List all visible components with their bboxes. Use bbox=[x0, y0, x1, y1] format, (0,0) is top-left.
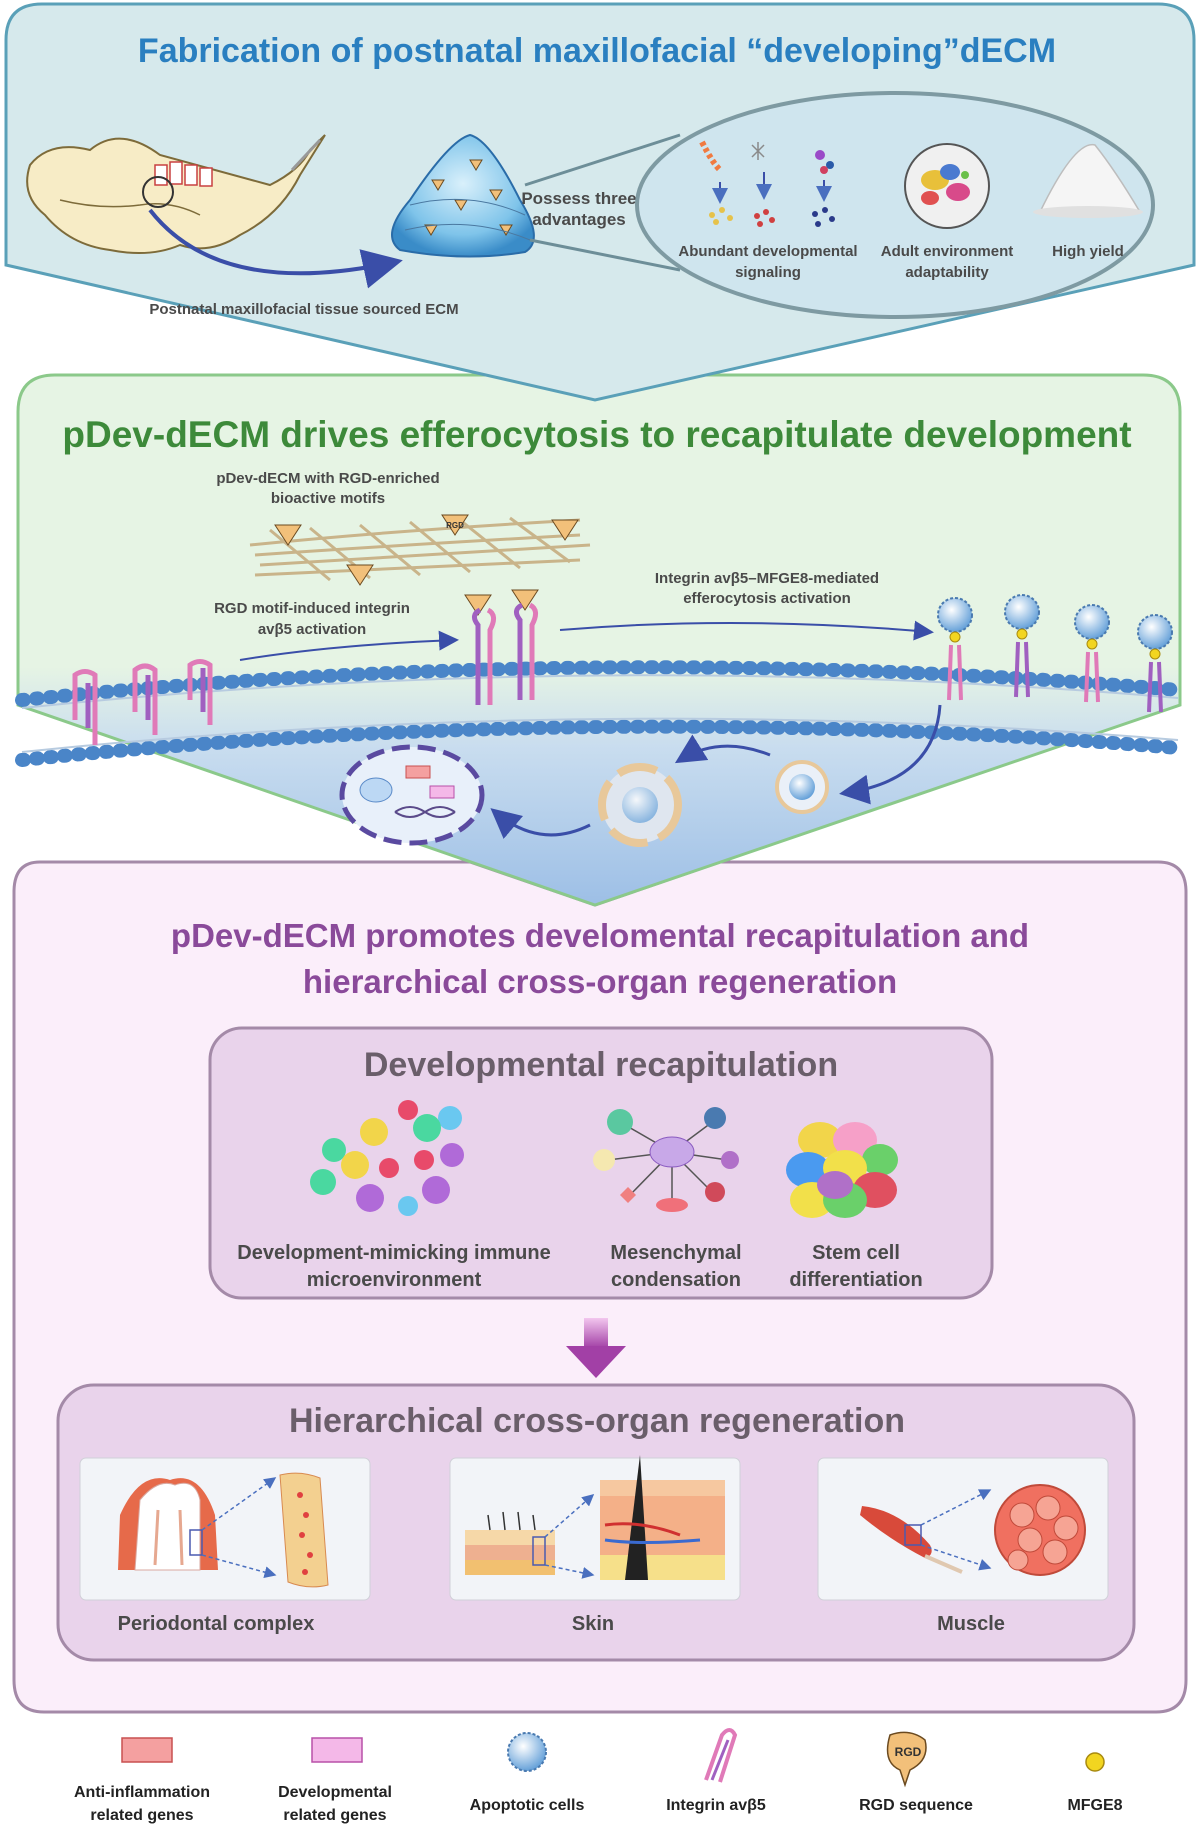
section2-panel bbox=[16, 373, 1182, 907]
environment-icon bbox=[904, 143, 990, 229]
dev-recap-title: Developmental recapitulation bbox=[364, 1046, 838, 1084]
reg1-label: Periodontal complex bbox=[118, 1613, 315, 1635]
legend-apoptotic-cells: Apoptotic cells bbox=[470, 1732, 585, 1814]
legend: Anti-inflammation related genes Developm… bbox=[74, 1728, 1123, 1824]
legend-rgd-label: RGD sequence bbox=[859, 1797, 973, 1814]
source-arrow bbox=[148, 208, 403, 289]
rgd-motif-label-1: pDev-dECM with RGD-enriched bbox=[216, 470, 439, 487]
legend-developmental-genes: Developmental related genes bbox=[278, 1737, 392, 1824]
reg3-label: Muscle bbox=[937, 1613, 1005, 1635]
powder-icon bbox=[1033, 144, 1143, 218]
phagosome-2 bbox=[598, 763, 682, 847]
integrin-activation-label-2: avβ5 activation bbox=[258, 621, 366, 638]
dECM-fiber-mesh bbox=[249, 516, 591, 582]
rgd-tag-text: RGD bbox=[446, 521, 464, 530]
advantages-ellipse bbox=[635, 91, 1155, 319]
legend-anti-inflammation-label-2: related genes bbox=[90, 1807, 193, 1824]
dev1-label-1: Development-mimicking immune bbox=[237, 1242, 550, 1264]
efferocytosis-label-1: Integrin avβ5–MFGE8-mediated bbox=[655, 570, 879, 587]
integrin-active-group bbox=[472, 602, 538, 705]
legend-rgd: RGD RGD sequence bbox=[859, 1731, 973, 1814]
dev3-label-2: differentiation bbox=[789, 1269, 922, 1291]
dev3-label-1: Stem cell bbox=[812, 1242, 900, 1264]
jaw-illustration bbox=[26, 134, 326, 254]
integrin-activation-arrow bbox=[239, 630, 459, 661]
immune-cells-icon bbox=[310, 1100, 464, 1216]
legend-mfge8: MFGE8 bbox=[1067, 1752, 1123, 1814]
possess-label-2: advantages bbox=[532, 210, 626, 229]
dev2-label-1: Mesenchymal bbox=[610, 1242, 741, 1264]
section3-title-2: hierarchical cross-organ regeneration bbox=[303, 963, 897, 1000]
section1-title: Fabrication of postnatal maxillofacial “… bbox=[138, 32, 1056, 70]
integrin-activation-label-1: RGD motif-induced integrin bbox=[214, 600, 410, 617]
dev1-label-2: microenvironment bbox=[307, 1269, 482, 1291]
periodontal-tissue-icon bbox=[279, 1472, 329, 1588]
legend-anti-inflammation-label-1: Anti-inflammation bbox=[74, 1784, 210, 1801]
skin-section-icon bbox=[600, 1455, 725, 1580]
section2-title: pDev-dECM drives efferocytosis to recapi… bbox=[62, 414, 1131, 455]
legend-mfge8-label: MFGE8 bbox=[1067, 1797, 1122, 1814]
nucleus bbox=[339, 744, 485, 846]
legend-integrin: Integrin avβ5 bbox=[666, 1728, 766, 1814]
dev2-label-2: condensation bbox=[611, 1269, 741, 1291]
adv1-label-2: signaling bbox=[735, 264, 801, 281]
legend-rgd-tag: RGD bbox=[895, 1745, 922, 1759]
adv3-label: High yield bbox=[1052, 243, 1124, 260]
nucleus-arrow bbox=[490, 808, 591, 839]
adv1-label-1: Abundant developmental bbox=[678, 243, 857, 260]
apoptotic-cells-membrane bbox=[937, 594, 1173, 713]
rgd-tags: RGD bbox=[274, 514, 579, 616]
efferocytosis-arrow bbox=[559, 620, 934, 641]
down-arrow bbox=[566, 1318, 626, 1378]
signaling-icon bbox=[699, 140, 835, 227]
regeneration-title: Hierarchical cross-organ regeneration bbox=[289, 1402, 905, 1440]
rgd-motif-label-2: bioactive motifs bbox=[271, 490, 385, 507]
source-label: Postnatal maxillofacial tissue sourced E… bbox=[149, 301, 458, 318]
integrin-inactive-group bbox=[72, 659, 213, 745]
legend-apoptotic-label: Apoptotic cells bbox=[470, 1797, 585, 1814]
legend-developmental-label-1: Developmental bbox=[278, 1784, 392, 1801]
muscle-icon bbox=[860, 1506, 963, 1574]
engulf-arrow bbox=[839, 704, 942, 805]
cell-membrane bbox=[15, 660, 1185, 767]
section3-title-1: pDev-dECM promotes develomental recapitu… bbox=[171, 917, 1029, 954]
adv2-label-2: adaptability bbox=[905, 264, 989, 281]
adv2-label-1: Adult environment bbox=[881, 243, 1014, 260]
digest-arrow bbox=[674, 734, 771, 764]
muscle-fiber-icon bbox=[994, 1484, 1086, 1576]
tooth-icon bbox=[118, 1478, 218, 1571]
stem-cell-differentiation-icon bbox=[786, 1122, 898, 1218]
legend-integrin-label: Integrin avβ5 bbox=[666, 1797, 766, 1814]
phagosome-1 bbox=[775, 760, 829, 814]
reg2-label: Skin bbox=[572, 1613, 614, 1635]
decm-droplet bbox=[391, 133, 535, 258]
legend-developmental-label-2: related genes bbox=[283, 1807, 386, 1824]
skin-block-icon bbox=[465, 1511, 555, 1575]
possess-label-1: Possess three bbox=[521, 189, 636, 208]
legend-anti-inflammation: Anti-inflammation related genes bbox=[74, 1737, 210, 1824]
mesenchymal-condensation-icon bbox=[593, 1107, 739, 1212]
efferocytosis-label-2: efferocytosis activation bbox=[683, 590, 851, 607]
